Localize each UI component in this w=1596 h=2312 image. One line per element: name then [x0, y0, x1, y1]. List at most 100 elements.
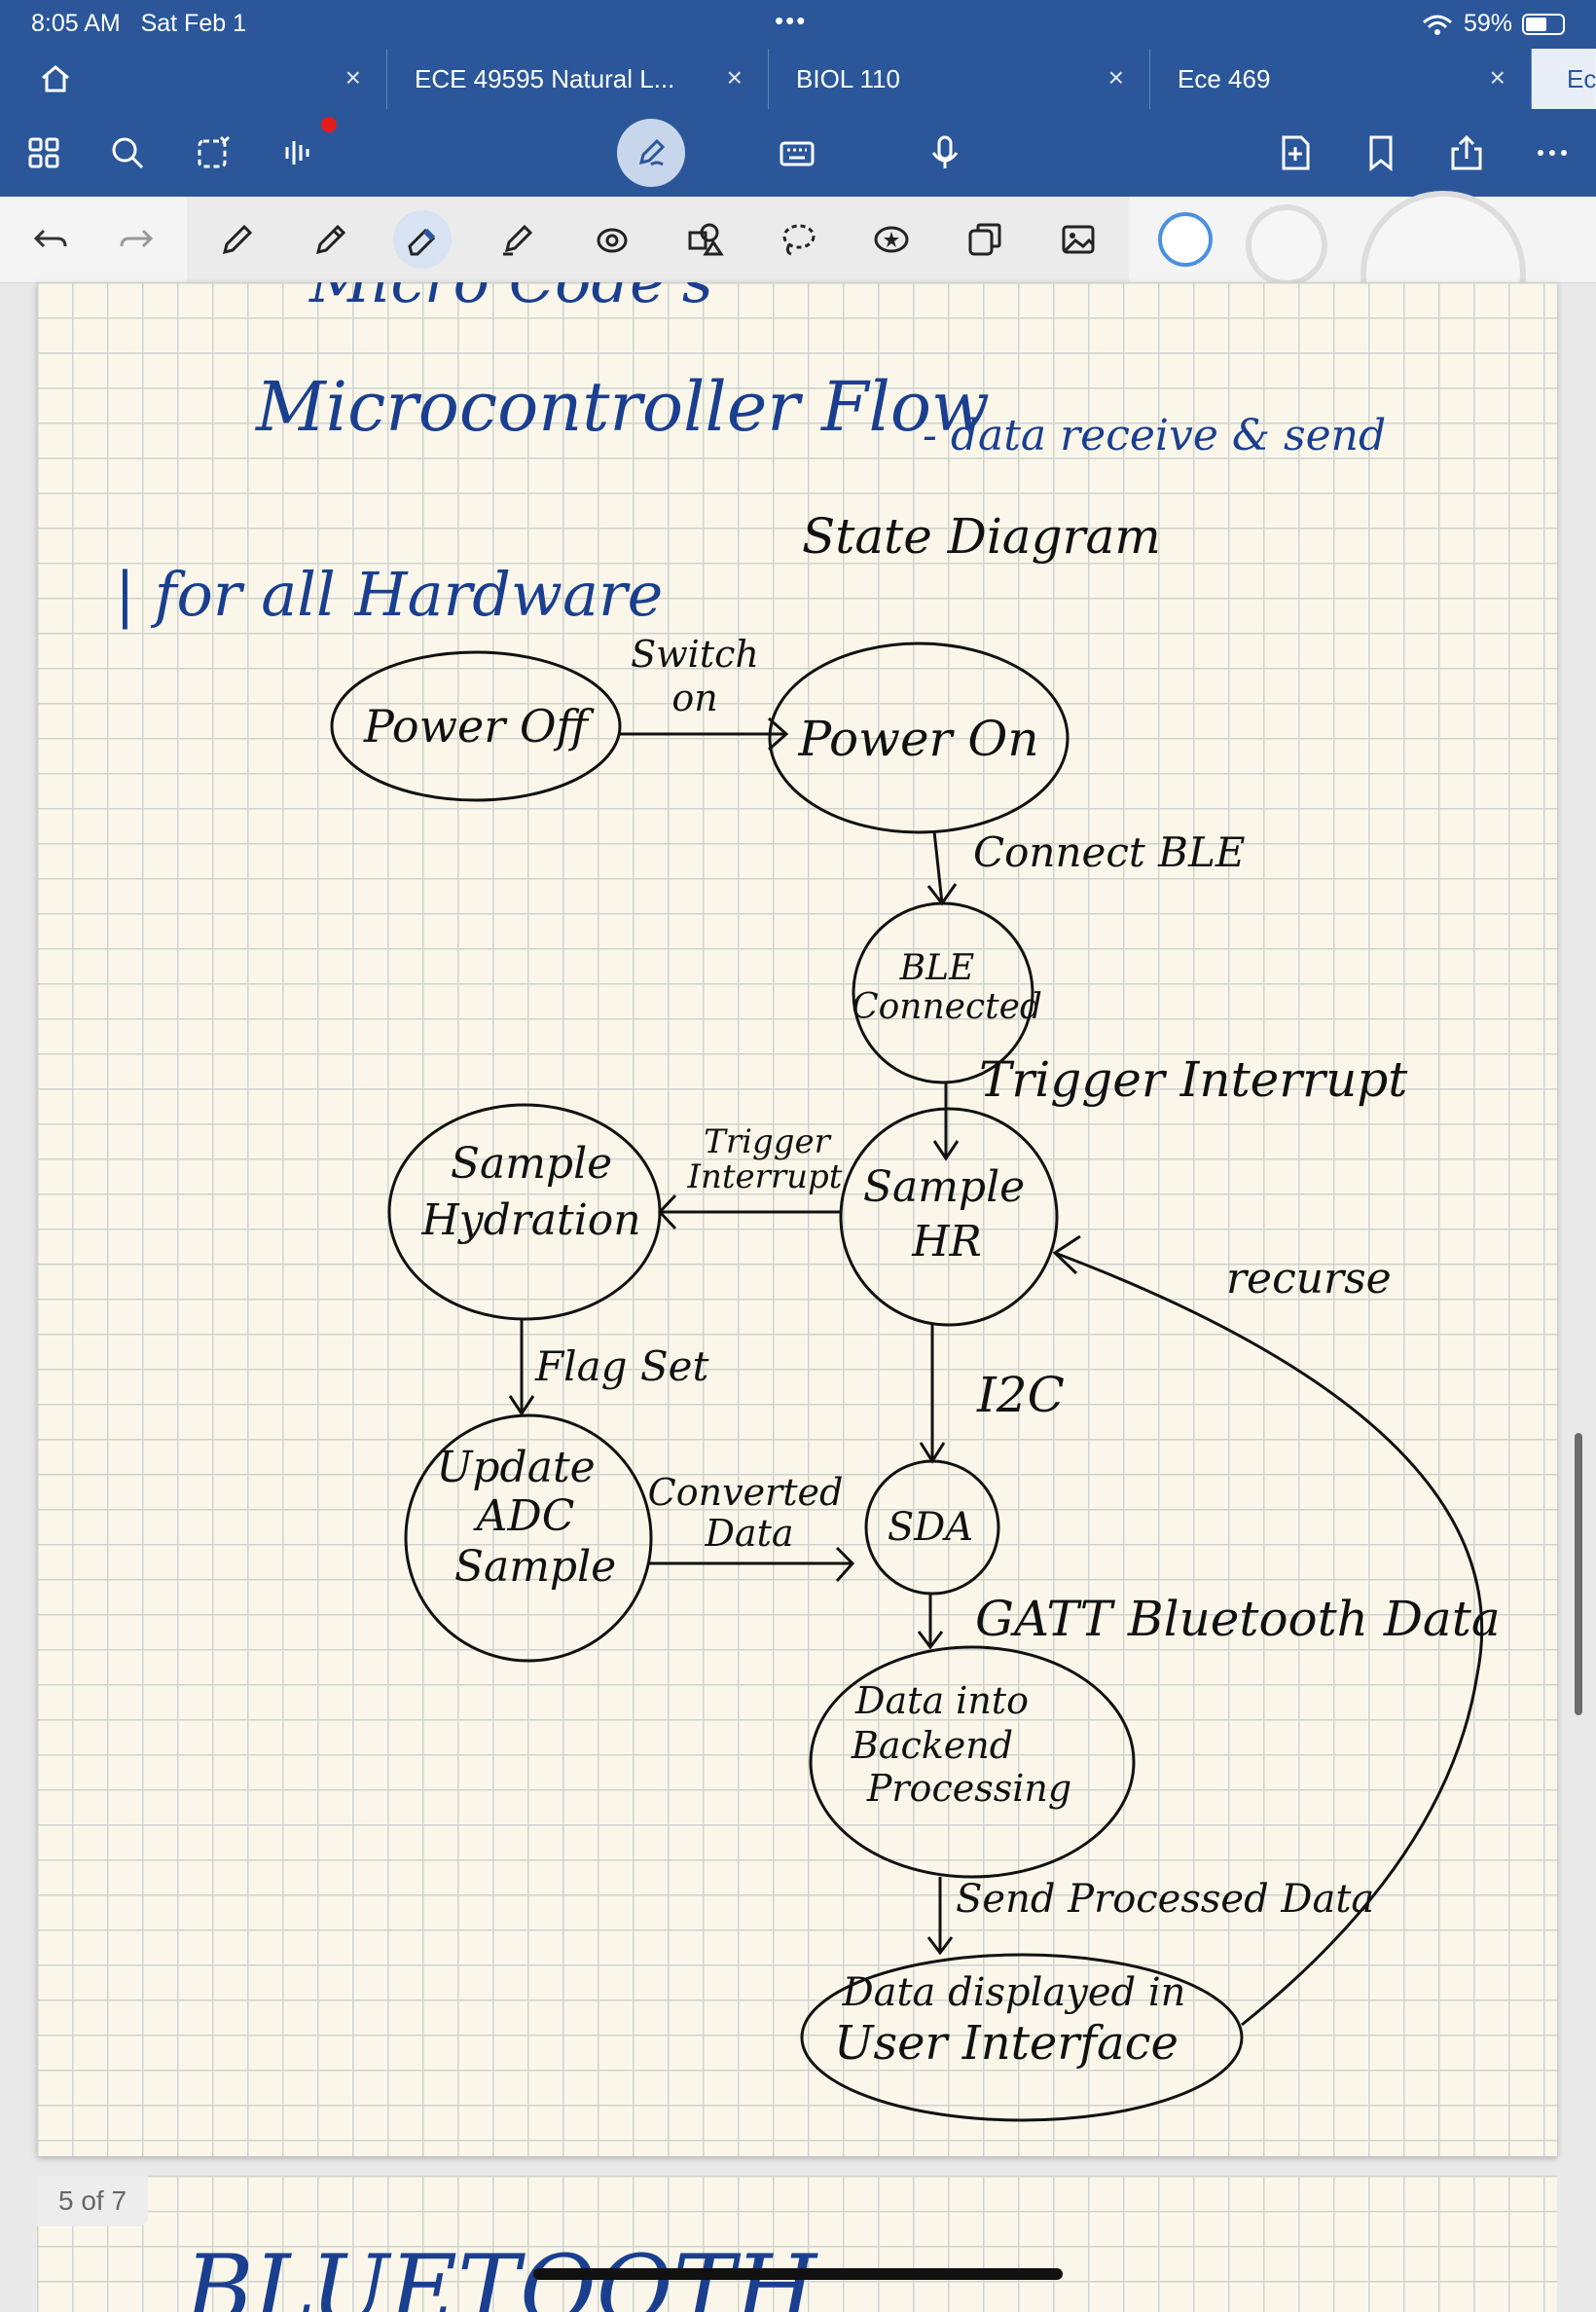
close-tab-icon[interactable]: × [726, 62, 743, 92]
undo-icon[interactable] [21, 210, 80, 269]
tool-bar [0, 191, 1596, 356]
state-backend-label3: Processing [866, 1767, 1071, 1810]
microphone-icon[interactable] [913, 121, 977, 185]
state-power-off-label: Power Off [363, 700, 596, 752]
state-ui-label2: User Interface [834, 2016, 1179, 2071]
status-time: 8:05 AM Sat Feb 1 [31, 10, 246, 37]
edge-trigger-label1: Trigger [704, 1122, 831, 1161]
edge-i2c-label: I2C [976, 1367, 1065, 1423]
state-adc-label3: Sample [454, 1542, 616, 1592]
tab-label: Ece [1567, 64, 1596, 93]
main-toolbar [0, 109, 1596, 197]
tab-biol110[interactable]: BIOL 110 × [769, 49, 1150, 109]
wifi-icon [1422, 15, 1452, 35]
edge-trigger-label2: Interrupt [687, 1157, 843, 1196]
more-icon[interactable] [1520, 121, 1584, 185]
lasso-select-icon[interactable] [181, 121, 245, 185]
home-indicator[interactable] [533, 2268, 1063, 2280]
pencil-icon[interactable] [302, 210, 360, 269]
edge-recurse-label: recurse [1226, 1254, 1392, 1303]
state-backend-label1: Data into [854, 1679, 1029, 1722]
edge-send-processed-label: Send Processed Data [956, 1877, 1374, 1922]
edge-converted-label2: Data [704, 1512, 793, 1555]
state-power-on-label: Power On [797, 711, 1038, 767]
next-note-page[interactable]: BLUETOOTH [37, 2176, 1557, 2312]
tab-bar: × ECE 49595 Natural L... × BIOL 110 × Ec… [0, 49, 1596, 109]
elements-icon[interactable] [675, 210, 734, 269]
diagram-title: State Diagram [802, 508, 1161, 565]
close-tab-icon[interactable]: × [345, 62, 361, 92]
tab-label: Ece 469 [1178, 64, 1271, 93]
edge-recurse [1054, 1251, 1484, 2027]
top-partial-text: Micro Code's [308, 282, 713, 316]
note-page[interactable]: Micro Code's Microcontroller Flow - data… [37, 282, 1557, 2156]
add-page-icon[interactable] [1263, 121, 1327, 185]
tab-ece49595[interactable]: ECE 49595 Natural L... × [387, 49, 769, 109]
edge-gatt-label: GATT Bluetooth Data [975, 1591, 1501, 1647]
keyboard-icon[interactable] [765, 121, 829, 185]
scrollbar[interactable] [1575, 1433, 1582, 1715]
note-title: Microcontroller Flow [254, 367, 990, 447]
sticker-icon[interactable] [862, 210, 921, 269]
battery-indicator: 59% [1421, 10, 1565, 38]
state-update-adc [404, 1413, 653, 1663]
edge-converted-label1: Converted [648, 1471, 844, 1514]
state-adc-label1: Update [436, 1443, 595, 1492]
hardware-line: | for all Hardware [115, 559, 663, 630]
shape-icon[interactable] [582, 210, 640, 269]
edge-switch-label2: on [671, 677, 717, 719]
image-icon[interactable] [1049, 210, 1107, 269]
redo-icon[interactable] [107, 210, 165, 269]
tab-ece-active[interactable]: Ece [1532, 49, 1596, 109]
state-adc-label2: ADC [473, 1491, 575, 1541]
close-tab-icon[interactable]: × [1489, 62, 1505, 92]
state-sda-label: SDA [888, 1505, 973, 1550]
state-ble-label1: BLE [899, 948, 975, 988]
status-bar: 8:05 AM Sat Feb 1 ••• 59% [0, 0, 1596, 49]
pen-icon[interactable] [208, 210, 267, 269]
battery-percent: 59% [1463, 10, 1512, 37]
audio-waveform-icon[interactable] [267, 121, 331, 185]
color-swatch-selected[interactable] [1158, 212, 1213, 267]
recording-indicator [321, 117, 337, 132]
lasso-icon[interactable] [769, 210, 827, 269]
search-icon[interactable] [95, 121, 160, 185]
multitasking-dots-icon[interactable]: ••• [775, 6, 808, 35]
tool-panel [187, 197, 1129, 282]
state-backend-processing [809, 1645, 1136, 1879]
tab-ece469[interactable]: Ece 469 × [1150, 49, 1532, 109]
state-ui-label1: Data displayed in [842, 1970, 1186, 2015]
state-ble-label2: Connected [852, 987, 1042, 1027]
edge-trigger-interrupt-label: Trigger Interrupt [979, 1051, 1408, 1108]
state-backend-label2: Backend [851, 1724, 1013, 1767]
state-power-on [768, 642, 1070, 834]
state-power-off [330, 650, 622, 802]
handwritten-notes: Micro Code's Microcontroller Flow - data… [115, 282, 1501, 2122]
state-hr-label2: HR [911, 1217, 982, 1266]
size-swatch[interactable] [1246, 204, 1327, 286]
edge-switch-label1: Switch [631, 633, 759, 676]
state-sample-hr [839, 1107, 1059, 1327]
state-hyd-label1: Sample [451, 1139, 612, 1189]
edge-flag-set-label: Flag Set [534, 1342, 708, 1390]
edge-connect-ble [932, 830, 944, 904]
battery-icon [1522, 13, 1565, 35]
tab-home[interactable]: × [0, 49, 387, 109]
copy-icon[interactable] [956, 210, 1014, 269]
grid-icon[interactable] [12, 121, 76, 185]
pen-mode-icon[interactable] [617, 119, 685, 187]
bookmark-icon[interactable] [1349, 121, 1413, 185]
edge-connect-ble-label: Connect BLE [973, 828, 1246, 876]
tab-label: BIOL 110 [796, 64, 900, 93]
highlighter-icon[interactable] [489, 210, 547, 269]
eraser-icon[interactable] [393, 210, 452, 269]
state-hr-label1: Sample [863, 1162, 1025, 1212]
state-hyd-label2: Hydration [420, 1195, 640, 1245]
close-tab-icon[interactable]: × [1107, 62, 1124, 92]
state-user-interface [800, 1953, 1244, 2122]
home-icon[interactable] [39, 62, 72, 95]
share-icon[interactable] [1434, 121, 1499, 185]
page-indicator: 5 of 7 [37, 2176, 149, 2226]
tab-label: ECE 49595 Natural L... [415, 64, 675, 93]
note-subtitle: - data receive & send [923, 411, 1386, 460]
